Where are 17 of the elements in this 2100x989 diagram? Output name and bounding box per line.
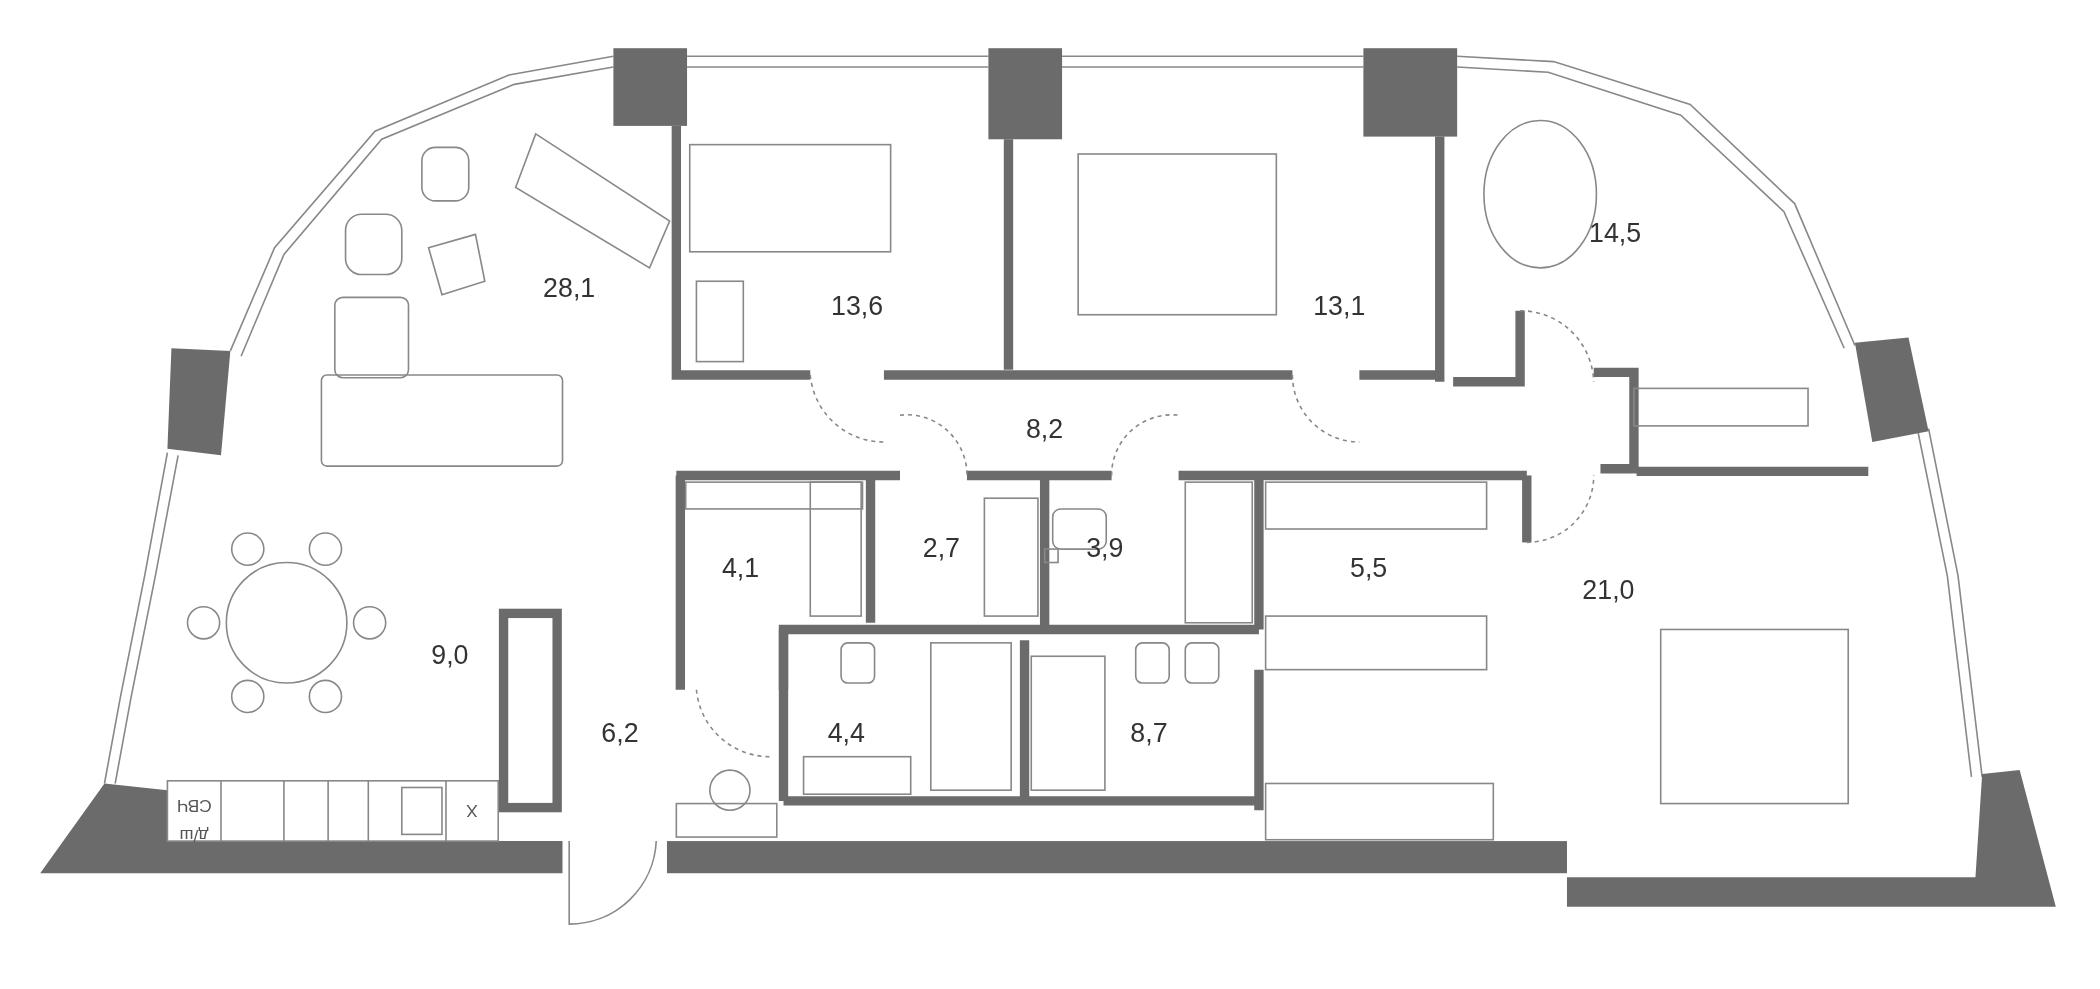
appliance-label: Х [465,801,477,819]
area-label: 5,5 [1350,554,1388,582]
area-label: 4,1 [721,554,760,582]
area-label: 13,1 [1313,291,1366,319]
area-label: 3,9 [1086,534,1124,562]
appliance-label: СВЧ [176,796,212,814]
area-label: 8,7 [1130,719,1168,746]
area-label: 6,2 [601,719,639,746]
area-label: 28,1 [543,274,596,302]
area-label: 14,5 [1589,219,1642,247]
area-label: 13,6 [831,291,884,319]
area-label: 21,0 [1582,575,1635,603]
area-label: 4,4 [827,719,865,746]
area-label: 8,2 [1025,415,1064,442]
area-label: 9,0 [431,641,469,669]
area-label: 2,7 [922,534,960,562]
appliance-label: д/ш [179,827,209,845]
